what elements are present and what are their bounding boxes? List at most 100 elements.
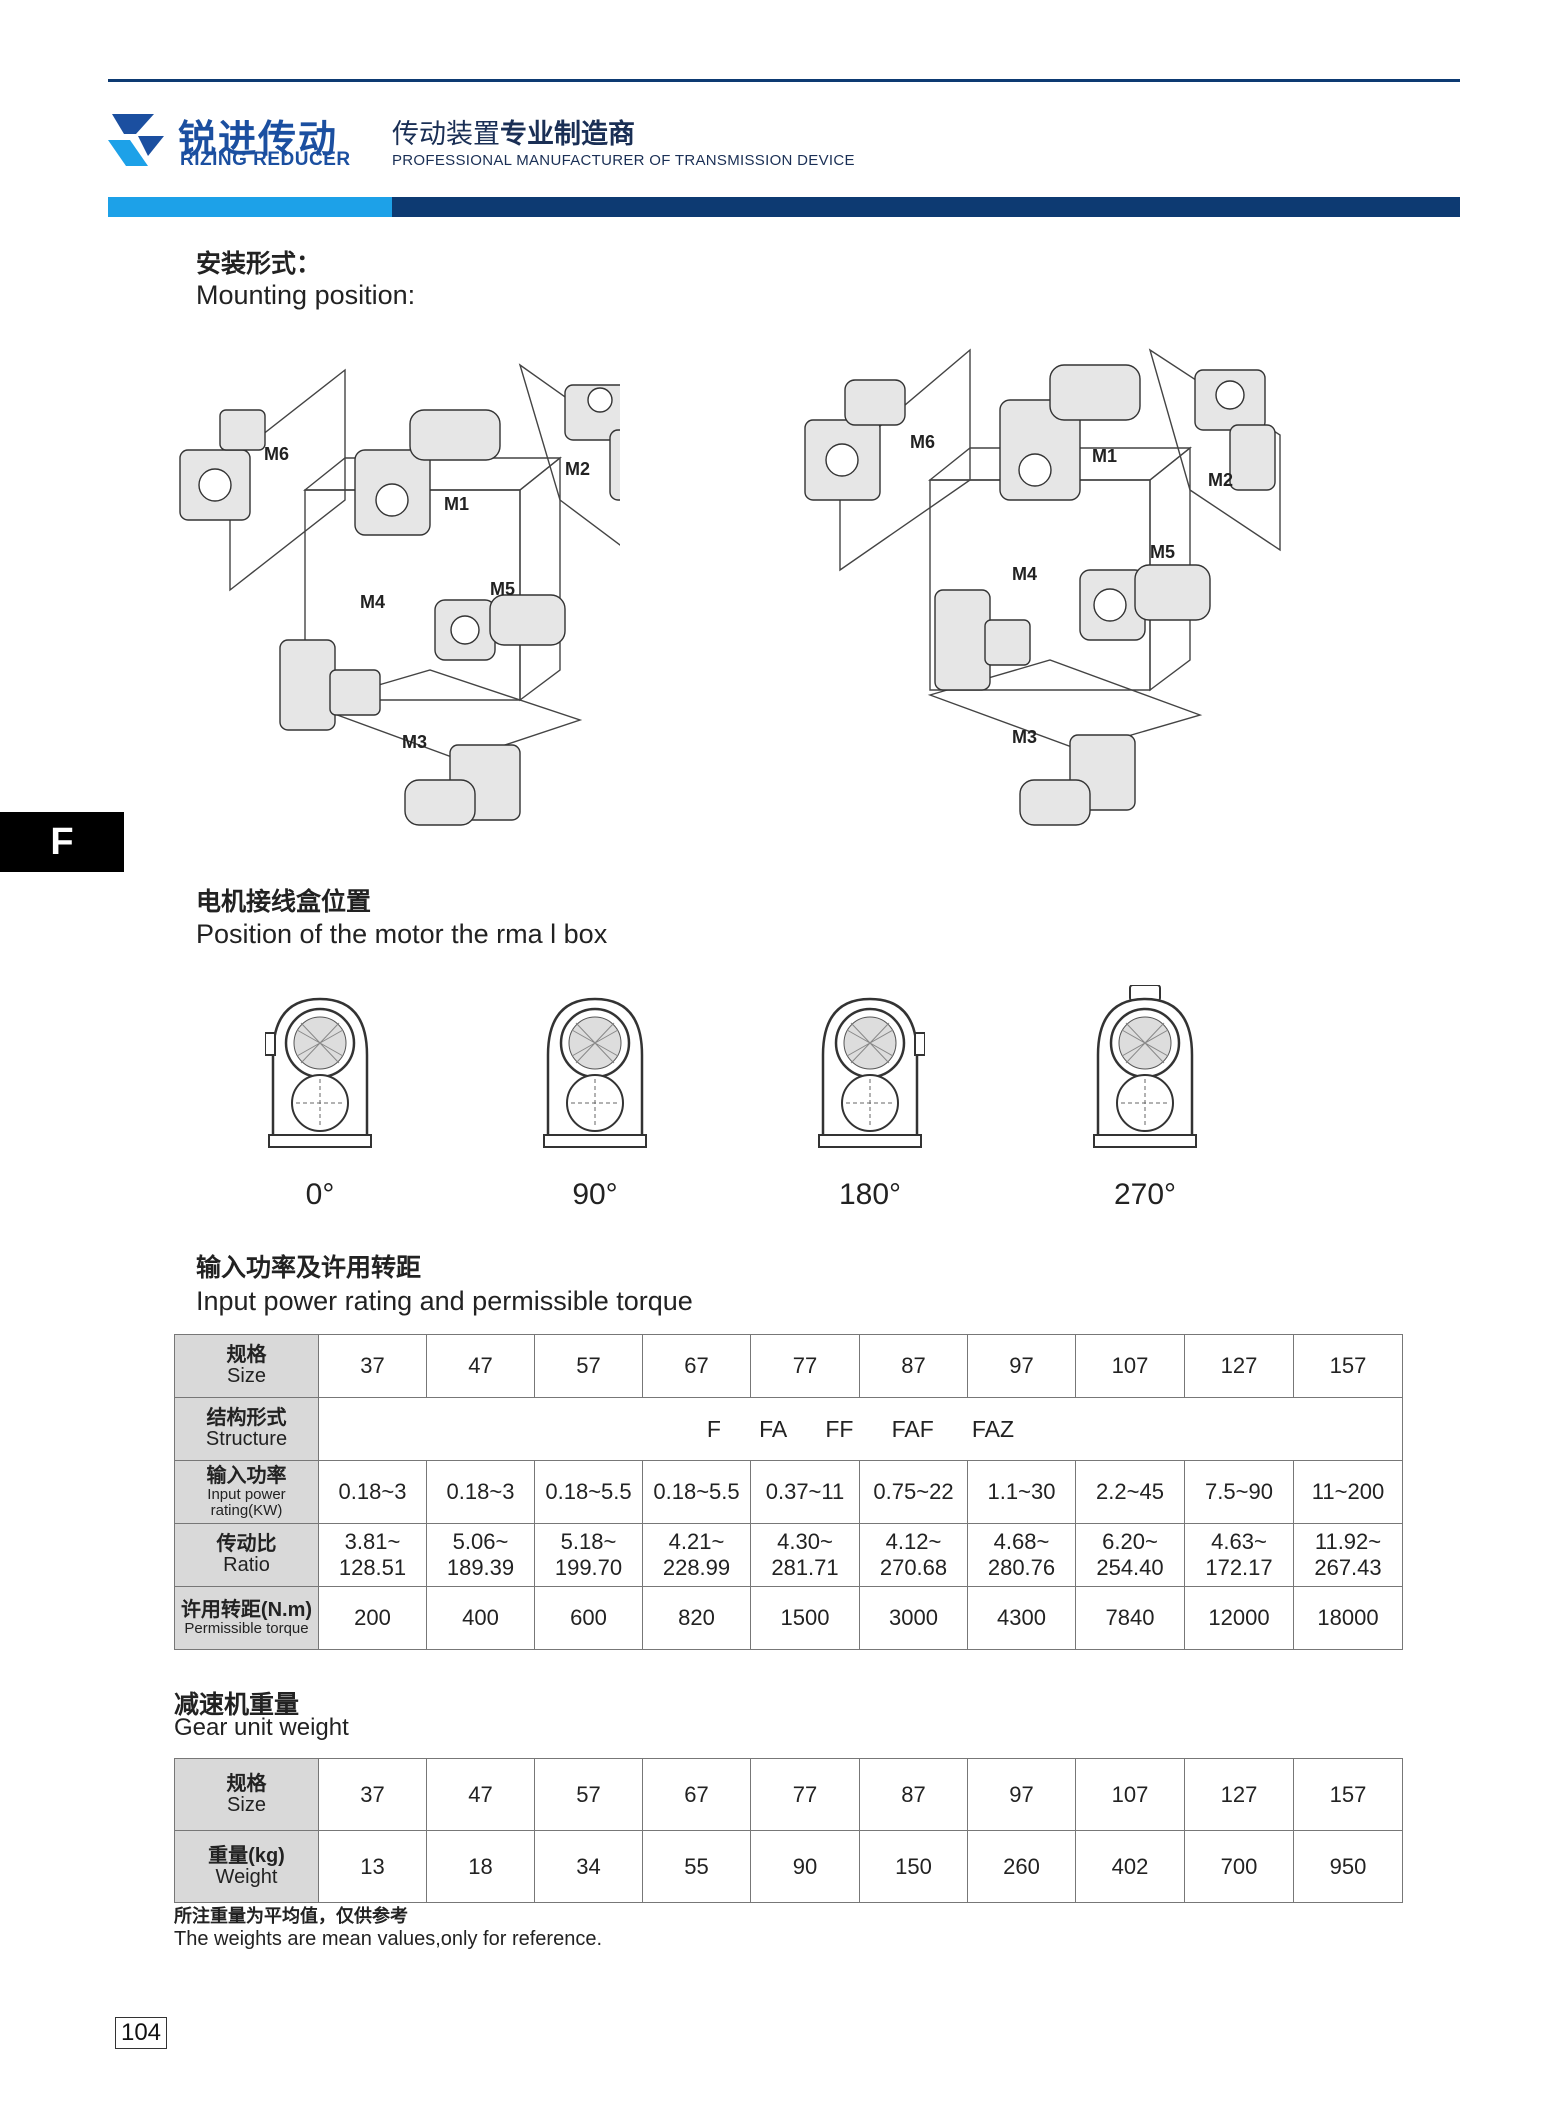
power-rating-table: 规格 Size 37 47 57 67 77 87 97 107 127 157… bbox=[174, 1334, 1403, 1650]
power-cell: 7.5~90 bbox=[1184, 1460, 1294, 1524]
terminal-box-title-cn: 电机接线盒位置 bbox=[196, 888, 372, 916]
size-cell: 97 bbox=[967, 1758, 1076, 1831]
weight-table-title-en: Gear unit weight bbox=[174, 1714, 349, 1741]
power-cell: 0.18~5.5 bbox=[534, 1460, 643, 1524]
weight-cell: 260 bbox=[967, 1830, 1076, 1903]
torque-cell: 1500 bbox=[750, 1586, 860, 1650]
brand-name-en: RIZING REDUCER bbox=[180, 149, 351, 170]
power-label: 输入功率 Input power rating(KW) bbox=[174, 1460, 319, 1524]
ratio-cell: 5.18~199.70 bbox=[534, 1523, 643, 1587]
size-cell: 47 bbox=[426, 1758, 535, 1831]
angle-label: 0° bbox=[305, 1178, 335, 1211]
size-cell: 67 bbox=[642, 1758, 751, 1831]
terminal-box-0: 0° bbox=[264, 985, 380, 1212]
terminal-box-3: 270° bbox=[1090, 984, 1205, 1212]
ratio-label: 传动比 Ratio bbox=[174, 1523, 319, 1587]
structure-types: F FA FF FAF FAZ bbox=[318, 1397, 1403, 1461]
ratio-cell: 3.81~128.51 bbox=[318, 1523, 427, 1587]
size-row: 规格 Size 37 47 57 67 77 87 97 107 127 157 bbox=[174, 1334, 1403, 1398]
weight-cell: 90 bbox=[750, 1830, 860, 1903]
size-cell: 37 bbox=[318, 1758, 427, 1831]
mounting-diagram-right: M6 M1 M2 M4 M5 M3 bbox=[804, 348, 1281, 826]
weight-cell: 950 bbox=[1293, 1830, 1403, 1903]
weight-table: 规格 Size 37 47 57 67 77 87 97 107 127 157… bbox=[174, 1758, 1403, 1903]
size-cell: 157 bbox=[1293, 1758, 1403, 1831]
svg-text:M2: M2 bbox=[565, 459, 590, 479]
page-number: 104 bbox=[115, 2017, 167, 2049]
weight-cell: 13 bbox=[318, 1830, 427, 1903]
torque-cell: 400 bbox=[426, 1586, 535, 1650]
size-cell: 57 bbox=[534, 1334, 643, 1398]
ratio-cell: 4.12~270.68 bbox=[859, 1523, 968, 1587]
power-table-title-cn: 输入功率及许用转距 bbox=[196, 1254, 422, 1282]
size-cell: 107 bbox=[1075, 1758, 1185, 1831]
weight-cell: 34 bbox=[534, 1830, 643, 1903]
weight-cell: 150 bbox=[859, 1830, 968, 1903]
gear-unit-icon bbox=[818, 997, 926, 1148]
torque-label: 许用转距(N.m) Permissible torque bbox=[174, 1586, 319, 1650]
power-cell: 1.1~30 bbox=[967, 1460, 1076, 1524]
size-label: 规格 Size bbox=[174, 1334, 319, 1398]
weight-cell: 18 bbox=[426, 1830, 535, 1903]
svg-text:M1: M1 bbox=[444, 494, 469, 514]
ratio-cell: 4.63~172.17 bbox=[1184, 1523, 1294, 1587]
mounting-title-en: Mounting position: bbox=[196, 280, 416, 310]
ratio-cell: 4.21~228.99 bbox=[642, 1523, 751, 1587]
svg-text:M5: M5 bbox=[490, 579, 515, 599]
weight-size-row: 规格 Size 37 47 57 67 77 87 97 107 127 157 bbox=[174, 1758, 1403, 1831]
size-cell: 37 bbox=[318, 1334, 427, 1398]
weight-label: 重量(kg) Weight bbox=[174, 1830, 319, 1903]
header-band-dark bbox=[392, 197, 1460, 217]
svg-text:M1: M1 bbox=[1092, 446, 1117, 466]
size-cell: 87 bbox=[859, 1334, 968, 1398]
weight-cell: 402 bbox=[1075, 1830, 1185, 1903]
angle-label: 90° bbox=[572, 1178, 618, 1211]
angle-label: 270° bbox=[1113, 1178, 1177, 1211]
svg-text:M4: M4 bbox=[360, 592, 385, 612]
size-cell: 97 bbox=[967, 1334, 1076, 1398]
size-cell: 107 bbox=[1075, 1334, 1185, 1398]
gear-unit-icon bbox=[1093, 984, 1197, 1148]
terminal-box-title-en: Position of the motor the rma l box bbox=[196, 919, 608, 949]
power-cell: 0.18~3 bbox=[318, 1460, 427, 1524]
mounting-title-cn: 安装形式： bbox=[196, 250, 322, 278]
size-cell: 47 bbox=[426, 1334, 535, 1398]
ratio-cell: 4.30~281.71 bbox=[750, 1523, 860, 1587]
brand-name-cn: 锐进传动 bbox=[178, 119, 339, 161]
slogan-cn: 传动装置专业制造商 bbox=[392, 119, 635, 149]
power-cell: 0.37~11 bbox=[750, 1460, 860, 1524]
weight-cell: 700 bbox=[1184, 1830, 1294, 1903]
svg-text:M2: M2 bbox=[1208, 470, 1233, 490]
brand-logo-icon bbox=[108, 114, 164, 166]
power-cell: 0.18~3 bbox=[426, 1460, 535, 1524]
ratio-cell: 5.06~189.39 bbox=[426, 1523, 535, 1587]
weight-note-cn: 所注重量为平均值，仅供参考 bbox=[174, 1906, 408, 1926]
section-tab: F bbox=[0, 812, 124, 872]
weight-note-en: The weights are mean values,only for ref… bbox=[174, 1928, 602, 1950]
mounting-diagram-left: M6 M1 M2 M4 M5 M3 bbox=[179, 363, 620, 826]
power-cell: 0.18~5.5 bbox=[642, 1460, 751, 1524]
svg-text:M3: M3 bbox=[402, 732, 427, 752]
power-table-title-en: Input power rating and permissible torqu… bbox=[196, 1286, 693, 1316]
size-cell: 127 bbox=[1184, 1334, 1294, 1398]
terminal-box-1: 90° bbox=[540, 985, 655, 1212]
torque-cell: 200 bbox=[318, 1586, 427, 1650]
structure-row: 结构形式 Structure F FA FF FAF FAZ bbox=[174, 1397, 1403, 1461]
size-cell: 67 bbox=[642, 1334, 751, 1398]
svg-text:M4: M4 bbox=[1012, 564, 1037, 584]
size-cell: 87 bbox=[859, 1758, 968, 1831]
svg-text:M6: M6 bbox=[264, 444, 289, 464]
angle-label: 180° bbox=[838, 1178, 902, 1211]
torque-cell: 600 bbox=[534, 1586, 643, 1650]
weight-cell: 55 bbox=[642, 1830, 751, 1903]
size-cell: 127 bbox=[1184, 1758, 1294, 1831]
power-cell: 11~200 bbox=[1293, 1460, 1403, 1524]
gear-unit-icon bbox=[543, 997, 647, 1148]
torque-cell: 820 bbox=[642, 1586, 751, 1650]
ratio-row: 传动比 Ratio 3.81~128.51 5.06~189.39 5.18~1… bbox=[174, 1523, 1403, 1587]
power-cell: 0.75~22 bbox=[859, 1460, 968, 1524]
terminal-box-2: 180° bbox=[815, 985, 930, 1212]
torque-cell: 7840 bbox=[1075, 1586, 1185, 1650]
structure-label: 结构形式 Structure bbox=[174, 1397, 319, 1461]
size-cell: 157 bbox=[1293, 1334, 1403, 1398]
